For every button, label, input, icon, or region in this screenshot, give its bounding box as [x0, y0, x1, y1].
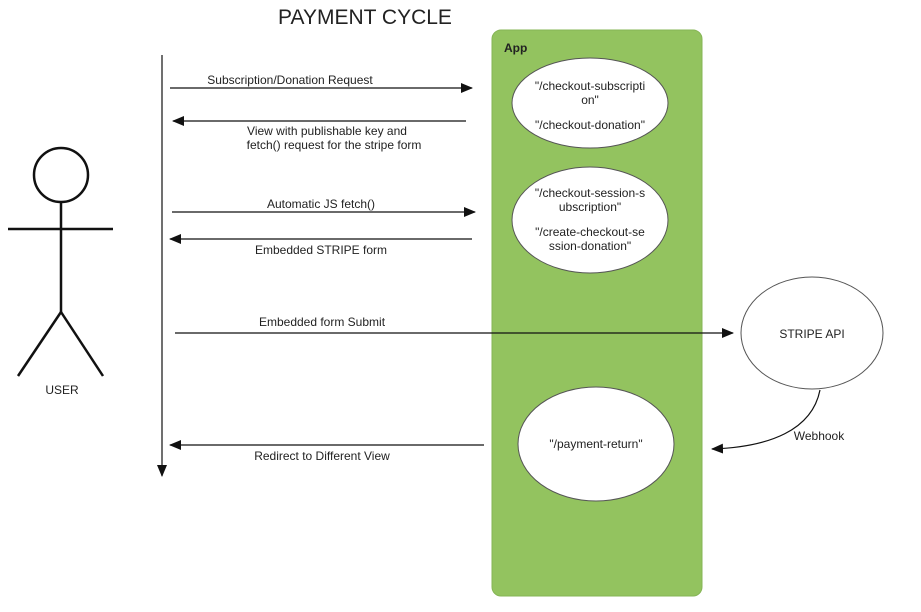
checkout-endpoint-line3: "/checkout-donation" [535, 118, 645, 132]
app-label: App [504, 41, 527, 55]
view-response-line1: View with publishable key and [247, 124, 407, 138]
redirect-label: Redirect to Different View [254, 449, 390, 463]
session-endpoint-line4: ssion-donation" [549, 239, 631, 253]
request-label: Subscription/Donation Request [207, 73, 373, 87]
stripe-api-label: STRIPE API [779, 327, 844, 341]
payment-return-label: "/payment-return" [549, 437, 642, 451]
webhook-label: Webhook [794, 429, 845, 443]
embedded-form-label: Embedded STRIPE form [255, 243, 387, 257]
stripe-api-ellipse [740, 276, 884, 390]
user-label: USER [45, 383, 79, 397]
session-endpoint-line1: "/checkout-session-s [535, 186, 645, 200]
checkout-endpoint-ellipse [511, 57, 669, 149]
user-actor-icon [8, 146, 113, 377]
view-response-line2: fetch() request for the stripe form [247, 138, 422, 152]
form-submit-label: Embedded form Submit [259, 315, 386, 329]
session-endpoint-ellipse [511, 166, 669, 274]
diagram-title: PAYMENT CYCLE [278, 6, 452, 29]
webhook-arrow [711, 389, 821, 454]
checkout-endpoint-line1: "/checkout-subscripti [535, 79, 645, 93]
checkout-endpoint-line2: on" [581, 93, 599, 107]
payment-return-ellipse [517, 386, 675, 502]
session-endpoint-line2: ubscription" [559, 200, 621, 214]
session-endpoint-line3: "/create-checkout-se [535, 225, 645, 239]
js-fetch-label: Automatic JS fetch() [267, 197, 375, 211]
